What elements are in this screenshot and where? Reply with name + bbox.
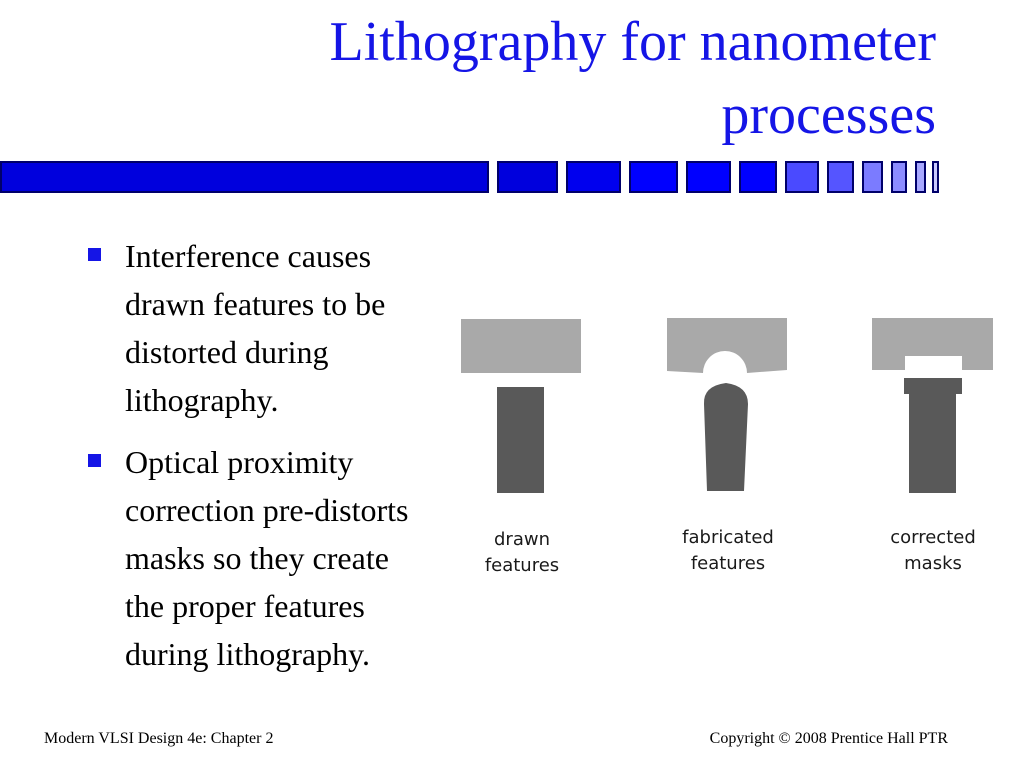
bullet-item: Interference causes drawn features to be… bbox=[88, 232, 488, 424]
fabricated-features-caption: fabricated features bbox=[658, 525, 798, 577]
drawn-feature-bar bbox=[497, 387, 544, 493]
bullet-line: Interference causes bbox=[125, 238, 372, 274]
square-bullet-icon bbox=[88, 248, 101, 261]
caption-line: drawn bbox=[494, 529, 550, 550]
rule-segment bbox=[891, 161, 907, 193]
rule-segment bbox=[497, 161, 558, 193]
bullet-item: Optical proximity correction pre-distort… bbox=[88, 438, 488, 678]
bullet-line: Optical proximity bbox=[125, 444, 354, 480]
rule-segment bbox=[862, 161, 883, 193]
corrected-serif-cap bbox=[904, 378, 962, 394]
slide-title-line-1: Lithography for nanometer bbox=[329, 11, 936, 73]
rule-segment bbox=[932, 161, 939, 193]
drawn-mask-block bbox=[461, 319, 581, 373]
caption-line: fabricated bbox=[682, 527, 774, 548]
bullet-line: lithography. bbox=[125, 382, 279, 418]
corrected-masks-caption: corrected masks bbox=[863, 525, 1003, 577]
caption-line: features bbox=[690, 553, 766, 574]
bullet-line: masks so they create bbox=[125, 540, 389, 576]
caption-line: masks bbox=[904, 553, 962, 574]
caption-line: corrected bbox=[890, 527, 976, 548]
fabricated-features-panel bbox=[667, 318, 787, 491]
bullet-line: distorted during bbox=[125, 334, 329, 370]
rule-segment bbox=[827, 161, 854, 193]
opc-diagram bbox=[461, 318, 993, 493]
rule-segment bbox=[915, 161, 926, 193]
rule-segment bbox=[785, 161, 819, 193]
rule-segment bbox=[566, 161, 621, 193]
bullet-line: correction pre-distorts bbox=[125, 492, 409, 528]
slide-title-line-2: processes bbox=[721, 84, 936, 146]
corrected-feature-bar bbox=[909, 394, 956, 493]
rule-segment bbox=[629, 161, 678, 193]
bullet-line: drawn features to be bbox=[125, 286, 386, 322]
bullet-line: during lithography. bbox=[125, 636, 370, 672]
drawn-features-panel bbox=[461, 319, 581, 493]
caption-line: features bbox=[484, 555, 560, 576]
corrected-masks-panel bbox=[872, 318, 993, 493]
square-bullet-icon bbox=[88, 454, 101, 467]
footer-copyright: Copyright © 2008 Prentice Hall PTR bbox=[709, 730, 948, 747]
rule-segment bbox=[739, 161, 777, 193]
footer-chapter: Modern VLSI Design 4e: Chapter 2 bbox=[44, 730, 274, 747]
fabricated-feature-bar bbox=[703, 383, 748, 491]
corrected-mask-block bbox=[872, 318, 993, 370]
drawn-features-caption: drawn features bbox=[452, 527, 592, 579]
rule-segment bbox=[686, 161, 731, 193]
bullet-line: the proper features bbox=[125, 588, 365, 624]
rule-segment bbox=[0, 161, 489, 193]
bullet-list: Interference causes drawn features to be… bbox=[88, 232, 488, 692]
fabricated-mask-block bbox=[667, 318, 787, 373]
